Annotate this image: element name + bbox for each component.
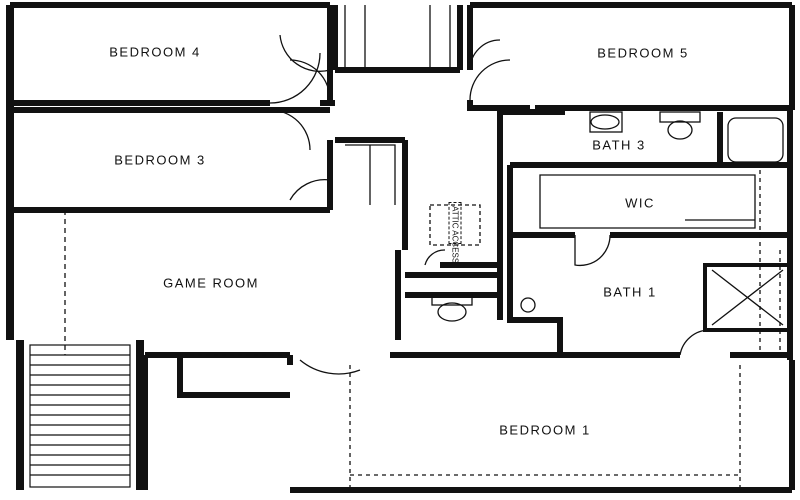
room-label-game-room: GAME ROOM bbox=[163, 275, 259, 291]
room-label-bath-3: BATH 3 bbox=[592, 137, 646, 153]
room-label-bath-1: BATH 1 bbox=[603, 284, 657, 300]
room-label-bedroom-5: BEDROOM 5 bbox=[597, 45, 689, 61]
walls bbox=[6, 2, 795, 493]
doors-and-fixtures bbox=[64, 5, 784, 490]
room-label-wic: WIC bbox=[625, 195, 655, 211]
attic-access-label: ATTIC ACCESS bbox=[448, 202, 462, 263]
room-label-bedroom-1: BEDROOM 1 bbox=[499, 422, 591, 438]
room-label-bedroom-3: BEDROOM 3 bbox=[114, 152, 206, 168]
room-label-bedroom-4: BEDROOM 4 bbox=[109, 44, 201, 60]
stairs bbox=[29, 344, 131, 488]
